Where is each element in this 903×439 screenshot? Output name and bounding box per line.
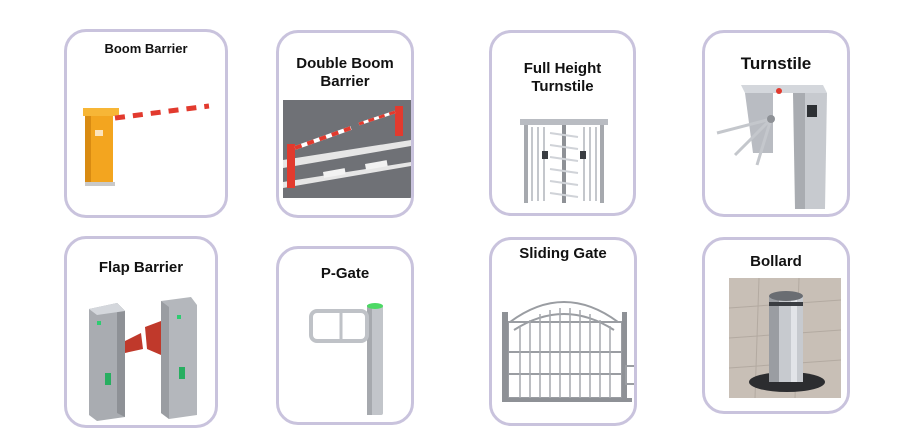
card-turnstile[interactable]: Turnstile bbox=[702, 30, 850, 217]
card-bollard[interactable]: Bollard bbox=[702, 237, 850, 414]
boom-barrier-image bbox=[81, 98, 211, 188]
turnstile-image bbox=[713, 81, 845, 214]
sliding-gate-image bbox=[502, 292, 634, 406]
card-label-line2: Barrier bbox=[320, 73, 370, 90]
p-gate-image bbox=[301, 301, 397, 419]
double-boom-barrier-image bbox=[283, 100, 411, 198]
card-label: Flap Barrier bbox=[98, 259, 184, 276]
card-sliding-gate[interactable]: Sliding Gate bbox=[489, 237, 637, 426]
bollard-image bbox=[729, 278, 841, 398]
card-label-line2: Turnstile bbox=[531, 78, 594, 95]
card-label: P-Gate bbox=[320, 265, 370, 282]
card-label: Bollard bbox=[750, 253, 802, 270]
card-double-boom-barrier[interactable]: Double Boom Barrier bbox=[276, 30, 414, 218]
card-label: Boom Barrier bbox=[104, 41, 188, 56]
card-label-line1: Double Boom bbox=[296, 55, 394, 72]
full-height-turnstile-image bbox=[516, 117, 612, 205]
card-boom-barrier[interactable]: Boom Barrier bbox=[64, 29, 228, 218]
card-label-line1: Full Height bbox=[523, 60, 602, 77]
card-label: Sliding Gate bbox=[519, 245, 607, 262]
card-label: Full Height Turnstile bbox=[492, 60, 633, 96]
card-label: Double Boom Barrier bbox=[279, 55, 411, 91]
card-full-height-turnstile[interactable]: Full Height Turnstile bbox=[489, 30, 636, 216]
card-label: Turnstile bbox=[740, 54, 812, 73]
card-flap-barrier[interactable]: Flap Barrier bbox=[64, 236, 218, 428]
flap-barrier-image bbox=[83, 297, 207, 423]
card-p-gate[interactable]: P-Gate bbox=[276, 246, 414, 425]
